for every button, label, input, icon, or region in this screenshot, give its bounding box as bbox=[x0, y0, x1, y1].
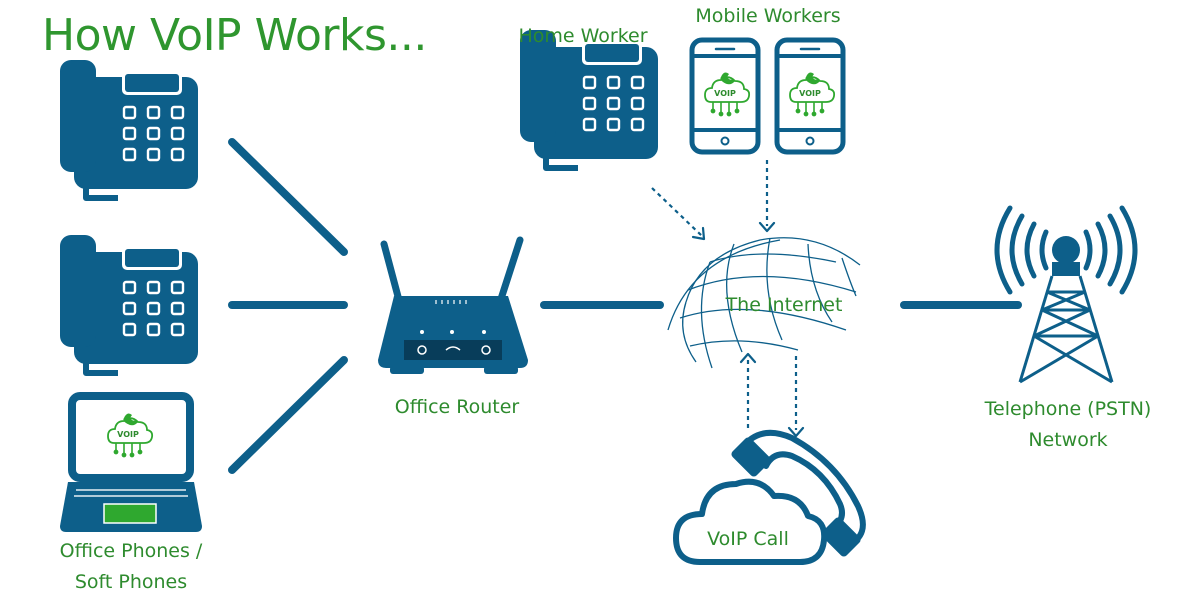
connection-lines bbox=[228, 138, 1022, 474]
desk-phone-icon bbox=[520, 30, 658, 168]
label-home-worker: Home Worker bbox=[518, 25, 648, 47]
dotted-arrows bbox=[651, 160, 798, 430]
globe-icon bbox=[667, 237, 861, 369]
voip-badge-text: VOIP bbox=[714, 89, 736, 98]
label-office-phones-line1: Office Phones / bbox=[59, 540, 203, 562]
desk-phone-icon bbox=[60, 60, 198, 198]
router-icon bbox=[378, 236, 528, 374]
desk-phone-icon bbox=[60, 235, 198, 373]
page-title: How VoIP Works... bbox=[42, 10, 427, 61]
voip-badge-text: VOIP bbox=[117, 430, 139, 439]
label-the-internet: The Internet bbox=[725, 294, 843, 316]
smartphone-icon bbox=[689, 37, 761, 155]
voip-badge-text: VOIP bbox=[799, 89, 821, 98]
cloud-icon bbox=[673, 478, 828, 565]
link-laptop-router bbox=[228, 356, 348, 474]
label-office-phones-line2: Soft Phones bbox=[74, 571, 188, 593]
label-voip-call: VoIP Call bbox=[707, 528, 789, 550]
laptop-icon bbox=[60, 392, 202, 532]
label-pstn-line2: Network bbox=[1028, 429, 1108, 451]
label-mobile-workers: Mobile Workers bbox=[695, 5, 841, 27]
cell-tower-icon bbox=[994, 205, 1138, 384]
link-phone1-router bbox=[228, 138, 348, 256]
phone-handset-icon bbox=[731, 429, 866, 557]
label-pstn-line1: Telephone (PSTN) bbox=[984, 398, 1152, 420]
label-office-router: Office Router bbox=[394, 396, 520, 418]
smartphone-icon bbox=[774, 37, 846, 155]
